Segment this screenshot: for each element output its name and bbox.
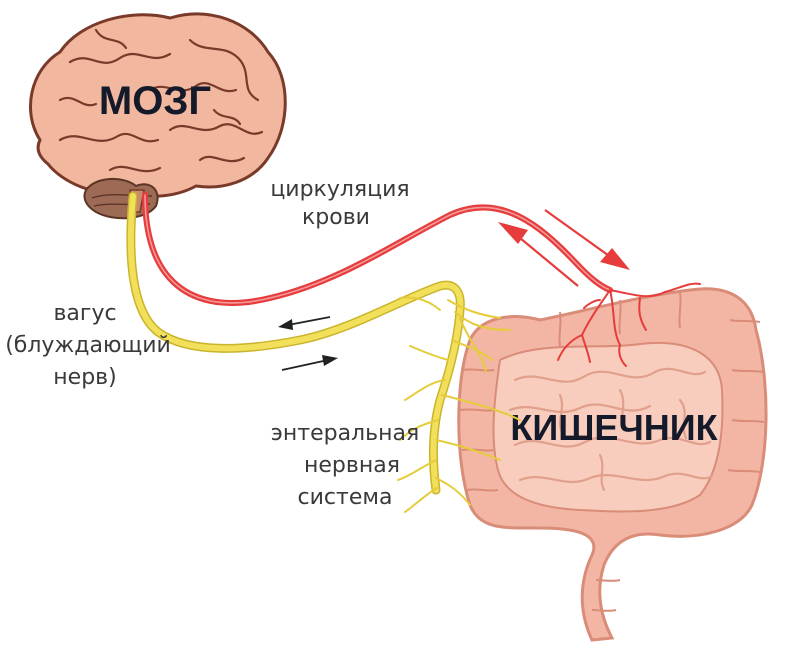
vagus-label-line3: нерв)	[53, 365, 116, 390]
blood-label-line1: циркуляция	[270, 177, 409, 202]
blood-label-line2: крови	[302, 205, 370, 230]
enteric-nerve-branches	[397, 296, 521, 513]
blood-vessel	[142, 192, 701, 367]
ens-label-line1: энтеральная	[271, 421, 419, 446]
brain-illustration	[28, 12, 287, 220]
vagus-direction-arrows	[278, 316, 338, 371]
brain-label: МОЗГ	[99, 79, 211, 123]
vagus-label-line2: (блуждающий	[5, 333, 171, 358]
vagus-nerve	[126, 191, 465, 495]
ens-label-line3: система	[298, 485, 393, 510]
blood-flow-arrows	[498, 209, 630, 287]
vagus-label-line1: вагус	[53, 301, 116, 326]
gut-label: КИШЕЧНИК	[510, 407, 718, 448]
ens-label-line2: нервная	[304, 453, 400, 478]
small-intestine	[492, 341, 724, 513]
intestine-illustration	[457, 287, 768, 642]
